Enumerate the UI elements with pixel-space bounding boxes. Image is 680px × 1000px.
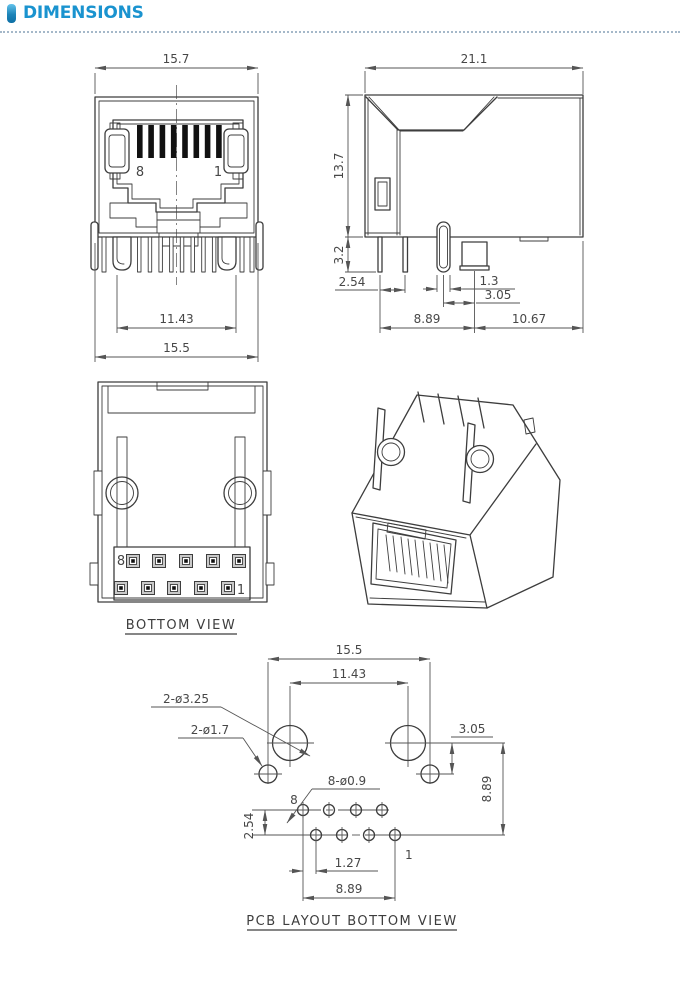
label-pcb-small-holes: 2-ø1.7 <box>191 723 229 737</box>
front-bottom-legs <box>90 221 264 273</box>
front-view-drawing: 15.7 8 1 <box>90 52 264 362</box>
side-dim-peg-to-tab: 3.05 <box>443 271 520 333</box>
dim-pcb-row-pitch: 2.54 <box>242 813 256 840</box>
bottom-body <box>89 381 275 603</box>
dim-pcb-pin-span: 8.89 <box>336 882 363 896</box>
header-dotted-divider <box>0 31 680 33</box>
bottom-pads-row-bottom <box>114 581 235 595</box>
dim-side-peg-to-tab: 3.05 <box>485 288 512 302</box>
pcb-pin1-label: 1 <box>405 848 413 862</box>
front-dim-top-width: 15.7 <box>94 52 259 94</box>
side-view-drawing: 21.1 13.7 <box>332 52 584 333</box>
dim-front-inner-width: 11.43 <box>159 312 193 326</box>
dim-side-tab-to-back: 10.67 <box>512 312 546 326</box>
pcb-dim-stagger-pitch: 1.27 <box>289 816 378 901</box>
pcb-dim-big-hole-span: 11.43 <box>289 667 409 767</box>
front-pin8-label: 8 <box>136 165 144 180</box>
bottom-view-drawing: 8 1 BOTTOM VIEW <box>89 381 275 635</box>
pcb-label-big-holes: 2-ø3.25 <box>151 692 311 757</box>
pcb-layout-caption-text: PCB LAYOUT BOTTOM VIEW <box>246 914 457 929</box>
pcb-dim-mount-hole-span: 15.5 <box>267 643 431 784</box>
bottom-pin8-label: 8 <box>117 554 125 569</box>
front-dim-inner-width: 11.43 <box>116 275 237 333</box>
dim-side-front-to-tab: 8.89 <box>414 312 441 326</box>
bottom-pads-row-top <box>126 554 246 568</box>
pcb-dim-pin-span: 8.89 <box>302 840 396 901</box>
dim-side-pin-pitch: 2.54 <box>339 275 366 289</box>
side-dim-body-height: 13.7 <box>332 94 363 238</box>
page-title: DIMENSIONS <box>23 3 144 23</box>
pcb-pin8-label: 8 <box>290 793 298 807</box>
side-dim-total-depth: 21.1 <box>364 52 584 94</box>
dim-pcb-stagger-pitch: 1.27 <box>335 856 362 870</box>
bottom-pin-field: 8 1 <box>113 546 251 601</box>
dim-pcb-big-hole-span: 11.43 <box>332 667 366 681</box>
side-dim-pin-length: 3.2 <box>332 236 376 273</box>
bottom-view-caption: BOTTOM VIEW <box>125 618 237 635</box>
header-accent-bar-icon <box>7 3 16 23</box>
dim-side-total-depth: 21.1 <box>461 52 488 66</box>
front-contact-pins: 8 1 <box>136 125 222 180</box>
side-dim-peg-width: 1.3 <box>423 274 515 292</box>
pcb-pin-holes: 8 1 <box>252 793 505 862</box>
front-shield-latch-tabs <box>104 122 249 180</box>
page-header: DIMENSIONS <box>7 3 144 23</box>
iso-jack-opening <box>370 522 457 595</box>
isometric-view-drawing <box>351 391 561 609</box>
dim-pcb-pin-row-offset: 8.89 <box>480 776 494 803</box>
pcb-dim-hole-row-offset: 3.05 <box>449 722 493 775</box>
dim-pcb-hole-row-offset: 3.05 <box>459 722 486 736</box>
front-pin1-label: 1 <box>214 165 222 180</box>
pcb-label-pin-holes: 8-ø0.9 <box>286 774 380 824</box>
side-pins-and-peg <box>377 221 490 273</box>
iso-locating-pegs <box>372 407 495 504</box>
side-body <box>364 94 584 242</box>
label-pcb-pin-holes: 8-ø0.9 <box>328 774 366 788</box>
bottom-view-caption-text: BOTTOM VIEW <box>126 618 236 633</box>
front-dim-outer-width: 15.5 <box>94 243 259 362</box>
dim-side-body-height: 13.7 <box>332 153 346 180</box>
side-dim-pin-pitch: 2.54 <box>335 275 406 333</box>
dim-side-pin-length: 3.2 <box>332 245 346 264</box>
label-pcb-big-holes: 2-ø3.25 <box>163 692 209 706</box>
side-dim-front-to-tab: 8.89 <box>379 312 475 331</box>
pcb-dim-pin-row-offset: 8.89 <box>480 742 506 836</box>
bottom-pin1-label: 1 <box>237 583 245 598</box>
dim-front-outer-width: 15.5 <box>163 341 190 355</box>
pcb-layout-drawing: 15.5 11.43 2-ø3.25 2-ø1.7 <box>151 643 506 931</box>
pcb-mount-holes <box>254 724 505 784</box>
dim-side-peg-width: 1.3 <box>479 274 498 288</box>
side-dim-tab-to-back: 10.67 <box>474 241 584 333</box>
pcb-label-small-holes: 2-ø1.7 <box>178 723 263 767</box>
dim-pcb-mount-hole-span: 15.5 <box>336 643 363 657</box>
pcb-dim-row-pitch: 2.54 <box>242 809 268 840</box>
iso-top-pins <box>417 391 485 429</box>
dim-front-top-width: 15.7 <box>163 52 190 66</box>
pcb-layout-caption: PCB LAYOUT BOTTOM VIEW <box>246 914 457 931</box>
